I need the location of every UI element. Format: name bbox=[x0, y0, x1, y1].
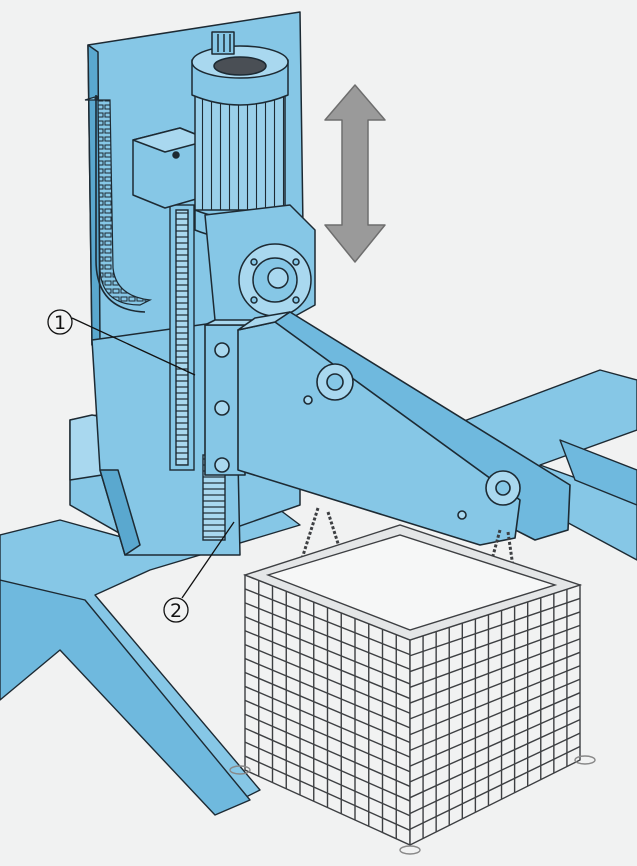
cable-energy-chain bbox=[84, 95, 153, 313]
floor-rail-right-lower bbox=[559, 439, 637, 506]
callout-1-label: 1 bbox=[54, 312, 66, 334]
vertical-guide-rail bbox=[169, 204, 226, 541]
wire-mesh-basket bbox=[229, 524, 596, 855]
motor-finned-body bbox=[194, 84, 286, 211]
column-side-face bbox=[87, 44, 101, 346]
callout-2: 2 bbox=[163, 521, 235, 623]
column-shadow bbox=[99, 469, 141, 556]
lifting-arm bbox=[204, 311, 571, 546]
floor-rail-left-lower bbox=[0, 579, 251, 816]
callout-1: 1 bbox=[47, 309, 196, 376]
carriage bbox=[132, 31, 316, 331]
callout-2-label: 2 bbox=[170, 600, 182, 622]
double-arrow-icon bbox=[324, 84, 386, 263]
